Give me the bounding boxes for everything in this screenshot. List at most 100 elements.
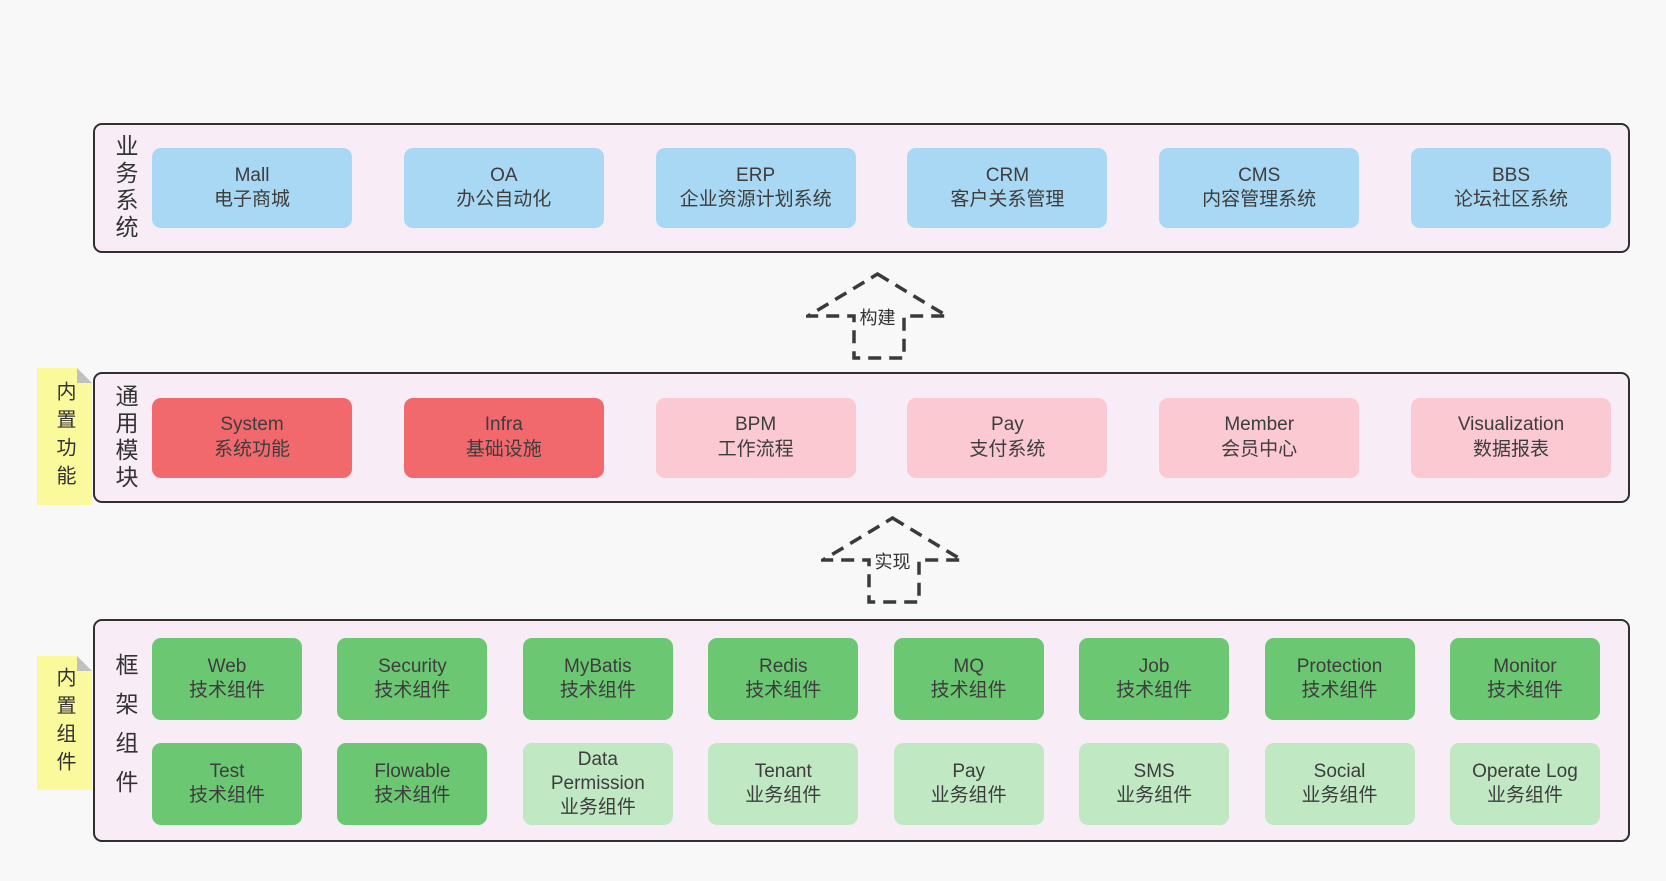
sticky-note-built-in-features: 内置功能 <box>37 368 92 505</box>
box-subtitle: 业务组件 <box>930 785 1007 806</box>
box-subtitle: 客户关系管理 <box>950 189 1065 210</box>
box-title: Mall <box>234 164 270 186</box>
box-title: BPM <box>735 414 777 436</box>
box-title: Pay <box>991 414 1024 436</box>
box-title: Job <box>1138 655 1170 677</box>
box-test: Test 技术组件 <box>152 743 302 825</box>
box-title: Member <box>1224 414 1295 436</box>
box-web: Web 技术组件 <box>152 638 302 720</box>
box-subtitle: 基础设施 <box>465 438 542 460</box>
box-subtitle: 业务组件 <box>559 797 636 819</box>
box-security: Security 技术组件 <box>337 638 488 720</box>
box-title: Security <box>378 655 447 677</box>
box-title: Protection <box>1296 655 1383 677</box>
box-subtitle: 办公自动化 <box>456 189 552 210</box>
box-subtitle: 技术组件 <box>1486 680 1563 701</box>
box-subtitle: 业务组件 <box>1301 785 1378 806</box>
sticky-note-built-in-features-label: 内置功能 <box>53 380 75 493</box>
box-sms: SMS 业务组件 <box>1079 743 1230 825</box>
box-cms: CMS 内容管理系统 <box>1159 148 1360 228</box>
box-title: Test <box>209 760 245 782</box>
box-title: Data Permission <box>550 748 645 794</box>
layer-label-business-systems: 业务系统 <box>112 134 138 242</box>
box-subtitle: 技术组件 <box>188 785 265 806</box>
arrow-implement-label: 实现 <box>871 547 914 575</box>
box-subtitle: 会员中心 <box>1221 438 1298 460</box>
box-subtitle: 技术组件 <box>1116 680 1193 701</box>
box-title: Social <box>1313 760 1366 782</box>
box-subtitle: 数据报表 <box>1472 438 1549 460</box>
box-title: Web <box>207 655 247 677</box>
box-mall: Mall 电子商城 <box>152 148 352 228</box>
box-subtitle: 工作流程 <box>717 438 794 460</box>
box-subtitle: 支付系统 <box>969 438 1046 460</box>
layer-label-common-modules: 通用模块 <box>112 383 138 492</box>
sticky-note-built-in-components: 内置组件 <box>37 656 92 790</box>
box-title: CMS <box>1238 164 1281 186</box>
arrow-build: 构建 <box>806 272 949 360</box>
box-subtitle: 技术组件 <box>374 680 451 701</box>
box-subtitle: 技术组件 <box>374 785 451 806</box>
box-title: Flowable <box>374 760 451 782</box>
box-subtitle: 技术组件 <box>930 680 1007 701</box>
box-data-permission: Data Permission 业务组件 <box>522 743 673 825</box>
box-title: Tenant <box>754 760 812 782</box>
box-subtitle: 论坛社区系统 <box>1453 189 1568 210</box>
box-title: SMS <box>1133 760 1175 782</box>
box-pay: Pay 业务组件 <box>893 743 1044 825</box>
box-subtitle: 技术组件 <box>188 680 265 701</box>
box-title: Operate Log <box>1472 760 1578 782</box>
box-title: System <box>220 414 284 436</box>
box-subtitle: 内容管理系统 <box>1202 189 1317 210</box>
box-title: ERP <box>736 164 776 186</box>
box-subtitle: 业务组件 <box>1486 785 1563 806</box>
box-mybatis: MyBatis 技术组件 <box>522 638 673 720</box>
layer-label-framework-components: 框架组件 <box>112 652 138 809</box>
arrow-build-label: 构建 <box>856 303 899 331</box>
layer-framework-components: 框架组件 Web 技术组件 Security 技术组件 MyBatis 技术组件 Redis… <box>93 619 1630 842</box>
box-subtitle: 技术组件 <box>559 680 636 701</box>
box-title: Monitor <box>1493 655 1557 677</box>
box-flowable: Flowable 技术组件 <box>337 743 488 825</box>
layer-business-systems: 业务系统 Mall 电子商城 OA 办公自动化 ERP 企业资源计划系统 CRM 客户关系管理… <box>93 123 1630 253</box>
box-operate-log: Operate Log 业务组件 <box>1449 743 1600 825</box>
box-social: Social 业务组件 <box>1264 743 1415 825</box>
box-oa: OA 办公自动化 <box>403 148 604 228</box>
box-subtitle: 业务组件 <box>1116 785 1193 806</box>
dashed-up-arrow-icon <box>821 516 964 604</box>
sticky-note-built-in-components-label: 内置组件 <box>53 667 75 779</box>
box-title: Visualization <box>1457 414 1565 436</box>
box-subtitle: 系统功能 <box>213 438 290 460</box>
box-tenant: Tenant 业务组件 <box>708 743 859 825</box>
arrow-implement: 实现 <box>821 516 964 604</box>
box-title: MyBatis <box>564 655 632 677</box>
business-systems-box-row: Mall 电子商城 OA 办公自动化 ERP 企业资源计划系统 CRM 客户关系管理 CMS 内容… <box>152 125 1611 251</box>
box-subtitle: 电子商城 <box>213 189 290 210</box>
dashed-up-arrow-icon <box>806 272 949 360</box>
box-protection: Protection 技术组件 <box>1264 638 1415 720</box>
box-subtitle: 技术组件 <box>1301 680 1378 701</box>
box-title: BBS <box>1491 164 1530 186</box>
box-title: CRM <box>985 164 1030 186</box>
box-title: OA <box>490 164 518 186</box>
box-subtitle: 企业资源计划系统 <box>679 189 832 210</box>
box-bbs: BBS 论坛社区系统 <box>1410 148 1611 228</box>
box-title: Pay <box>952 760 986 782</box>
box-job: Job 技术组件 <box>1079 638 1230 720</box>
box-title: Redis <box>758 655 808 677</box>
box-subtitle: 业务组件 <box>745 785 822 806</box>
